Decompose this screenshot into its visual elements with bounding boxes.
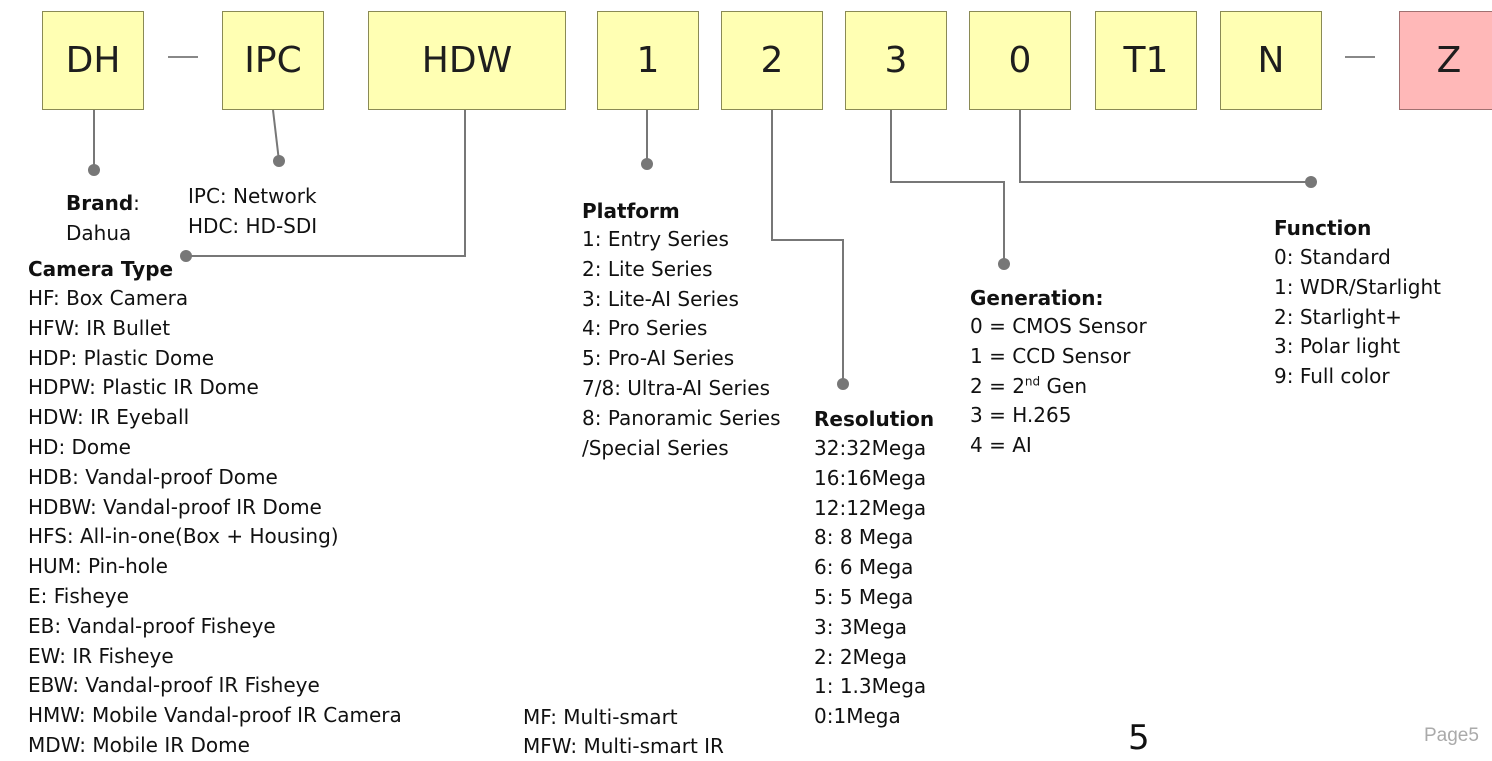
list-item: /Special Series <box>582 435 729 460</box>
code-box-resolution: 2 <box>721 11 823 110</box>
brand-colon: : <box>133 191 140 215</box>
code-box-t1: T1 <box>1095 11 1197 110</box>
resolution-list: 32:32Mega 16:16Mega 12:12Mega 8: 8 Mega … <box>814 434 926 732</box>
list-item: 1 = CCD Sensor <box>970 343 1131 368</box>
list-item: 5: Pro-AI Series <box>582 346 735 371</box>
list-item: 3: 3Mega <box>814 614 908 639</box>
list-item: 2 = 2nd Gen <box>970 373 1087 398</box>
function-title: Function <box>1274 216 1372 240</box>
code-box-generation: 3 <box>845 11 947 110</box>
connector-dot <box>88 164 100 176</box>
code-box-z: Z <box>1399 11 1492 110</box>
list-item: 7/8: Ultra-AI Series <box>582 375 771 400</box>
code-box-function: 0 <box>969 11 1071 110</box>
list-item: EB: Vandal-proof Fisheye <box>28 613 276 638</box>
signal-line-hdc: HDC: HD-SDI <box>188 214 318 238</box>
list-item: 2: Lite Series <box>582 256 713 281</box>
multi-smart-line-mf: MF: Multi-smart <box>523 705 678 729</box>
list-item: 1: 1.3Mega <box>814 674 927 699</box>
list-item: 4 = AI <box>970 433 1032 458</box>
multi-smart-line-mfw: MFW: Multi-smart IR <box>523 734 724 758</box>
list-item: 9: Full color <box>1274 364 1390 389</box>
page-number: 5 <box>1128 718 1150 758</box>
list-item: HDP: Plastic Dome <box>28 345 215 370</box>
resolution-title: Resolution <box>814 407 935 431</box>
brand-title: Brand <box>66 191 134 215</box>
list-item: 3: Lite-AI Series <box>582 286 739 311</box>
list-item: 3: Polar light <box>1274 334 1401 359</box>
list-item: HUM: Pin-hole <box>28 554 168 579</box>
list-item: 1: Entry Series <box>582 227 729 251</box>
list-item: HMW: Mobile Vandal-proof IR Camera <box>28 703 402 728</box>
generation-list: 0 = CMOS Sensor 1 = CCD Sensor 2 = 2nd G… <box>970 312 1147 461</box>
separator-dash <box>168 56 198 58</box>
platform-title: Platform <box>582 199 680 223</box>
platform-list: 1: Entry Series 2: Lite Series 3: Lite-A… <box>582 225 781 463</box>
list-item: 32:32Mega <box>814 436 927 460</box>
list-item: 0 = CMOS Sensor <box>970 314 1147 338</box>
connector-dot <box>1305 176 1317 188</box>
list-item: HDBW: Vandal-proof IR Dome <box>28 494 322 519</box>
list-item: EW: IR Fisheye <box>28 643 174 668</box>
list-item: HFW: IR Bullet <box>28 315 171 340</box>
list-item: 3 = H.265 <box>970 403 1072 428</box>
list-item: 5: 5 Mega <box>814 584 914 609</box>
connector-resolution <box>771 110 844 384</box>
connector-dot <box>273 155 285 167</box>
list-item: 2: 2Mega <box>814 644 908 669</box>
brand-label: Brand: <box>66 188 140 218</box>
list-item: EBW: Vandal-proof IR Fisheye <box>28 673 320 698</box>
code-box-dh: DH <box>42 11 144 110</box>
ordinal-suffix: nd <box>1024 373 1041 388</box>
connector-generation <box>890 110 1005 264</box>
list-item: 16:16Mega <box>814 465 927 490</box>
list-item: 4: Pro Series <box>582 316 708 341</box>
brand-value: Dahua <box>66 221 132 245</box>
list-item: HDPW: Plastic IR Dome <box>28 375 259 400</box>
list-item: 0:1Mega <box>814 704 901 729</box>
camera-type-title: Camera Type <box>28 257 174 281</box>
connector-dot <box>837 378 849 390</box>
camera-type-list: HF: Box Camera HFW: IR Bullet HDP: Plast… <box>28 284 402 761</box>
code-box-hdw: HDW <box>368 11 566 110</box>
connector-signal <box>272 109 280 162</box>
page-label: Page5 <box>1424 725 1479 746</box>
list-item: 8: 8 Mega <box>814 525 914 550</box>
list-item: HDB: Vandal-proof Dome <box>28 464 278 489</box>
connector-dot <box>998 258 1010 270</box>
generation-title: Generation: <box>970 286 1104 310</box>
code-box-platform: 1 <box>597 11 699 110</box>
list-item: MDW: Mobile IR Dome <box>28 732 250 757</box>
list-item: 12:12Mega <box>814 495 927 520</box>
list-item: 2: Starlight+ <box>1274 304 1402 329</box>
code-box-ipc: IPC <box>222 11 324 110</box>
list-item: HFS: All-in-one(Box + Housing) <box>28 524 339 549</box>
list-item: 6: 6 Mega <box>814 555 914 580</box>
function-list: 0: Standard 1: WDR/Starlight 2: Starligh… <box>1274 243 1441 392</box>
list-item: 1: WDR/Starlight <box>1274 274 1441 299</box>
list-item: 8: Panoramic Series <box>582 405 781 430</box>
signal-line-ipc: IPC: Network <box>188 184 317 208</box>
connector-dot <box>180 250 192 262</box>
list-item: 0: Standard <box>1274 245 1391 269</box>
connector-function <box>1019 110 1311 183</box>
list-item: HF: Box Camera <box>28 286 189 310</box>
separator-dash <box>1345 56 1375 58</box>
code-box-n: N <box>1220 11 1322 110</box>
list-item: HD: Dome <box>28 434 131 459</box>
list-item: HDW: IR Eyeball <box>28 405 190 430</box>
connector-dot <box>641 158 653 170</box>
list-item: E: Fisheye <box>28 583 129 608</box>
